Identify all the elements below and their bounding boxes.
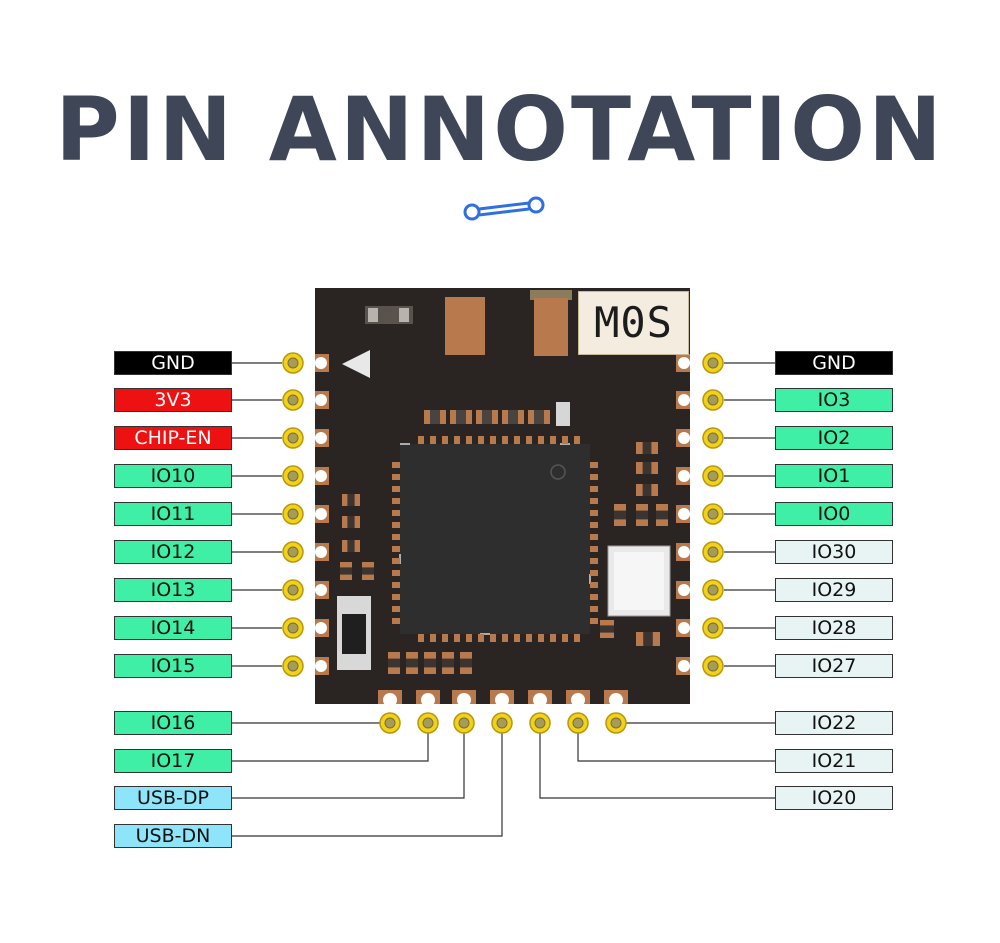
- pin-label-gnd: GND: [775, 351, 893, 375]
- pin-label-gnd: GND: [114, 351, 232, 375]
- pin-label-io16: IO16: [114, 711, 232, 735]
- module-board: [315, 288, 690, 707]
- module-marking: M0S: [578, 291, 689, 355]
- pin-label-3v3: 3V3: [114, 388, 232, 412]
- pin-label-chip-en: CHIP-EN: [114, 426, 232, 450]
- pin-label-io14: IO14: [114, 616, 232, 640]
- pin-label-io13: IO13: [114, 578, 232, 602]
- pin-label-io1: IO1: [775, 464, 893, 488]
- pin-label-io29: IO29: [775, 578, 893, 602]
- pin-label-io3: IO3: [775, 388, 893, 412]
- pin-label-io10: IO10: [114, 464, 232, 488]
- pin-label-io11: IO11: [114, 502, 232, 526]
- pin-label-io20: IO20: [775, 786, 893, 810]
- pin-label-io17: IO17: [114, 749, 232, 773]
- pin-label-io12: IO12: [114, 540, 232, 564]
- pin-label-io22: IO22: [775, 711, 893, 735]
- pin-label-io21: IO21: [775, 749, 893, 773]
- pin-label-usb-dn: USB-DN: [114, 824, 232, 848]
- pin-label-io27: IO27: [775, 654, 893, 678]
- pin-label-io15: IO15: [114, 654, 232, 678]
- pin-label-io30: IO30: [775, 540, 893, 564]
- pin-label-io2: IO2: [775, 426, 893, 450]
- pin1-marker-icon: [342, 350, 370, 378]
- page-title: PIN ANNOTATION: [55, 78, 945, 181]
- pin-label-io0: IO0: [775, 502, 893, 526]
- pin-label-io28: IO28: [775, 616, 893, 640]
- pin-label-usb-dp: USB-DP: [114, 786, 232, 810]
- connector-icon: [463, 196, 545, 221]
